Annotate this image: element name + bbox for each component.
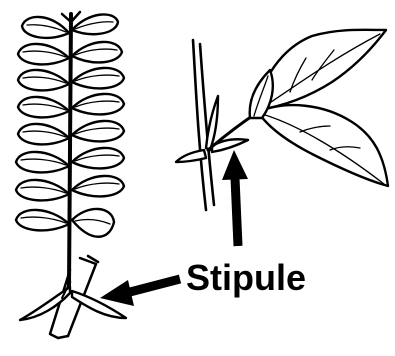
leaflet-left-4 bbox=[18, 97, 69, 117]
lower-leaf-blade bbox=[258, 105, 388, 186]
stipule-label: Stipule bbox=[186, 258, 306, 298]
leaflet-right-2 bbox=[72, 42, 122, 62]
stem-line-1 bbox=[193, 40, 206, 210]
arrow-to-right-stipule bbox=[222, 150, 248, 246]
arrow-to-left-stipule bbox=[100, 279, 180, 306]
leaflet-right-5 bbox=[72, 121, 124, 141]
stipule-upper-left bbox=[176, 150, 206, 162]
leaflet-left-5 bbox=[18, 124, 69, 144]
leaflet-left-1 bbox=[22, 17, 69, 38]
arrow-shaft bbox=[126, 279, 180, 293]
simple-leaf-shoot bbox=[176, 30, 388, 210]
arrow-head bbox=[222, 150, 248, 180]
leaflet-right-1 bbox=[72, 14, 118, 34]
leaflet-left-7 bbox=[16, 180, 69, 200]
leaflet-left-3 bbox=[18, 70, 69, 90]
arrow-head bbox=[100, 280, 134, 306]
leaflet-left-2 bbox=[18, 44, 69, 64]
stipule-pair-right bbox=[176, 96, 248, 162]
leaflet-right-6 bbox=[72, 148, 124, 168]
arrow-shaft bbox=[235, 178, 238, 246]
leaflet-right-8 bbox=[72, 209, 114, 237]
leaflet-left-6 bbox=[16, 152, 69, 172]
leaf-rachis bbox=[69, 14, 71, 286]
leaflet-right-3 bbox=[72, 68, 124, 88]
leaflet-right-4 bbox=[72, 94, 124, 114]
leaflet-left-8 bbox=[16, 210, 69, 230]
compound-leaf bbox=[16, 12, 126, 338]
stipule-left bbox=[20, 287, 70, 320]
leaflet-right-7 bbox=[72, 176, 124, 196]
upper-leaf-blade bbox=[258, 30, 386, 110]
